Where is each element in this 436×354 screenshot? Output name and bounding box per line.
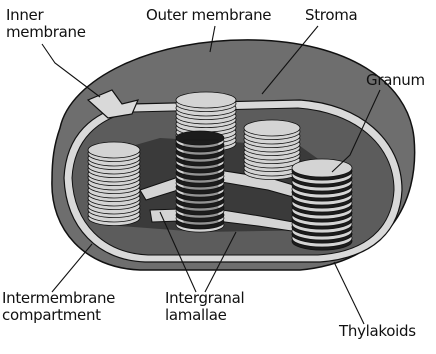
label-intergranal-lamallae: Intergranal lamallae: [165, 290, 244, 324]
label-inner-membrane-line-2: membrane: [6, 24, 86, 41]
leader-intermembrane: [52, 244, 92, 292]
granum-stack-back-right: [244, 120, 300, 180]
thylakoid-disc: [88, 142, 140, 158]
granum-stack-left: [88, 142, 140, 226]
label-inner-membrane: Inner membrane: [6, 7, 86, 41]
label-intermembrane-line-1: Intermembrane: [2, 290, 115, 307]
thylakoid-disc: [244, 120, 300, 136]
label-outer-membrane: Outer membrane: [146, 7, 271, 24]
label-thylakoids: Thylakoids: [339, 323, 416, 340]
leader-thylakoids: [334, 262, 364, 324]
label-inner-membrane-line-1: Inner: [6, 7, 86, 24]
granum-stack-front-right: [292, 159, 352, 250]
label-granum: Granum: [366, 72, 425, 89]
label-intergranal-line-2: lamallae: [165, 307, 244, 324]
label-stroma: Stroma: [305, 7, 357, 24]
label-intermembrane-compartment: Intermembrane compartment: [2, 290, 115, 324]
label-intermembrane-line-2: compartment: [2, 307, 115, 324]
label-intergranal-line-1: Intergranal: [165, 290, 244, 307]
thylakoid-disc: [176, 92, 236, 108]
granum-cutaway-section: [184, 140, 218, 225]
